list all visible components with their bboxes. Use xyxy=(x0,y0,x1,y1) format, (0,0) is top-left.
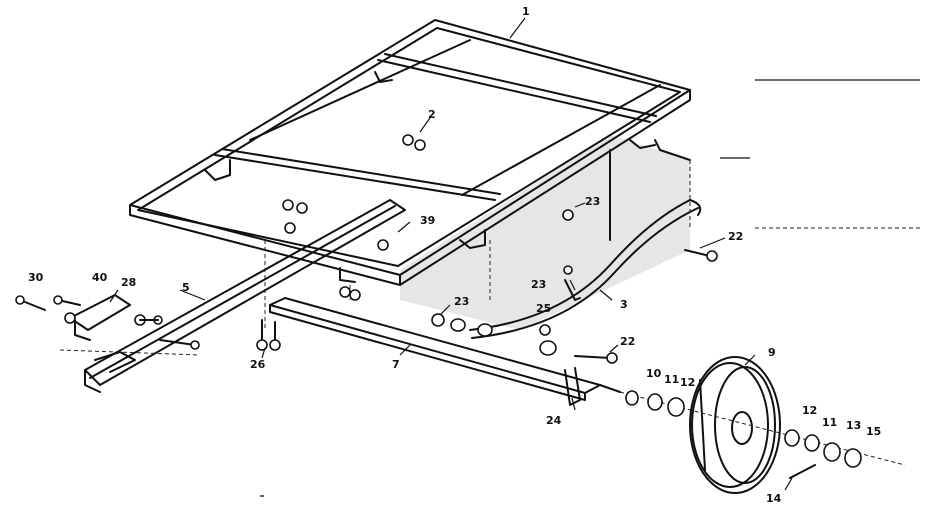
callout-15: 15 xyxy=(866,425,881,438)
callout-13: 13 xyxy=(846,419,861,432)
hardware xyxy=(15,79,920,497)
callout-11a: 11 xyxy=(664,373,679,386)
callout-23a: 23 xyxy=(585,195,600,208)
callout-3: 3 xyxy=(620,298,628,311)
callout-12b: 12 xyxy=(802,404,817,417)
callout-1: 1 xyxy=(522,5,530,18)
tongue-part-5 xyxy=(59,199,406,393)
wheel-part-9 xyxy=(689,356,781,494)
callout-24: 24 xyxy=(546,414,562,427)
frame-part-1 xyxy=(129,19,691,286)
callout-10: 10 xyxy=(646,367,662,380)
callout-40: 40 xyxy=(92,271,108,284)
callout-9: 9 xyxy=(768,346,776,359)
callout-14: 14 xyxy=(766,492,782,505)
callout-leaders xyxy=(109,17,793,491)
spring-part-3 xyxy=(469,199,920,339)
hopper-box xyxy=(400,135,691,330)
callout-26: 26 xyxy=(250,358,266,371)
callout-5: 5 xyxy=(182,281,190,294)
callout-12a: 12 xyxy=(680,376,695,389)
callout-39: 39 xyxy=(420,214,435,227)
callout-23b: 23 xyxy=(531,278,546,291)
callout-22a: 22 xyxy=(728,230,743,243)
callout-22b: 22 xyxy=(620,335,635,348)
callout-labels: 1 2 3 5 7 9 10 11 12 12 11 13 15 14 22 2… xyxy=(28,5,881,505)
callout-2: 2 xyxy=(428,108,436,121)
callout-30: 30 xyxy=(28,271,44,284)
callout-11b: 11 xyxy=(822,416,837,429)
coupler-part-28 xyxy=(64,294,131,341)
callout-7: 7 xyxy=(392,358,400,371)
callout-23c: 23 xyxy=(454,295,469,308)
callout-25: 25 xyxy=(536,302,551,315)
callout-28: 28 xyxy=(121,276,136,289)
